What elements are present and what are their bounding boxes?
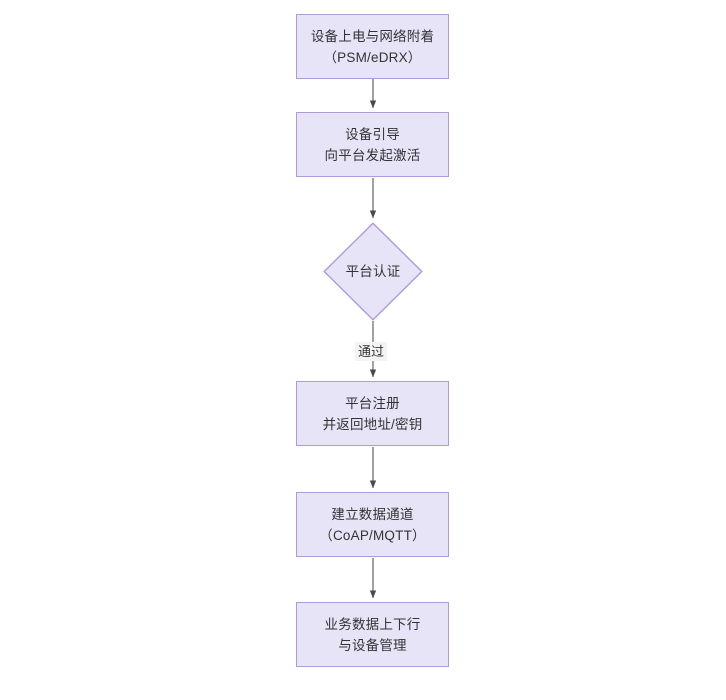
flow-node-business-label: 业务数据上下行 与设备管理	[324, 616, 421, 653]
flow-node-bootstrap-label: 设备引导 向平台发起激活	[324, 126, 421, 163]
flow-node-auth-decision[interactable]: 平台认证	[323, 222, 423, 321]
flow-node-channel[interactable]: 建立数据通道 （CoAP/MQTT）	[296, 492, 449, 557]
flow-node-business[interactable]: 业务数据上下行 与设备管理	[296, 602, 449, 667]
diamond-shape	[323, 222, 423, 321]
flow-node-channel-label: 建立数据通道 （CoAP/MQTT）	[319, 506, 426, 543]
flow-node-bootstrap[interactable]: 设备引导 向平台发起激活	[296, 112, 449, 177]
flow-node-register[interactable]: 平台注册 并返回地址/密钥	[296, 381, 449, 446]
flow-node-auth-label: 平台认证	[345, 264, 401, 279]
edge-label-auth-pass: 通过	[355, 342, 388, 361]
flow-node-power-attach-label: 设备上电与网络附着 （PSM/eDRX）	[310, 28, 435, 65]
flow-node-register-label: 平台注册 并返回地址/密钥	[322, 395, 423, 432]
flow-node-power-attach[interactable]: 设备上电与网络附着 （PSM/eDRX）	[296, 14, 449, 79]
